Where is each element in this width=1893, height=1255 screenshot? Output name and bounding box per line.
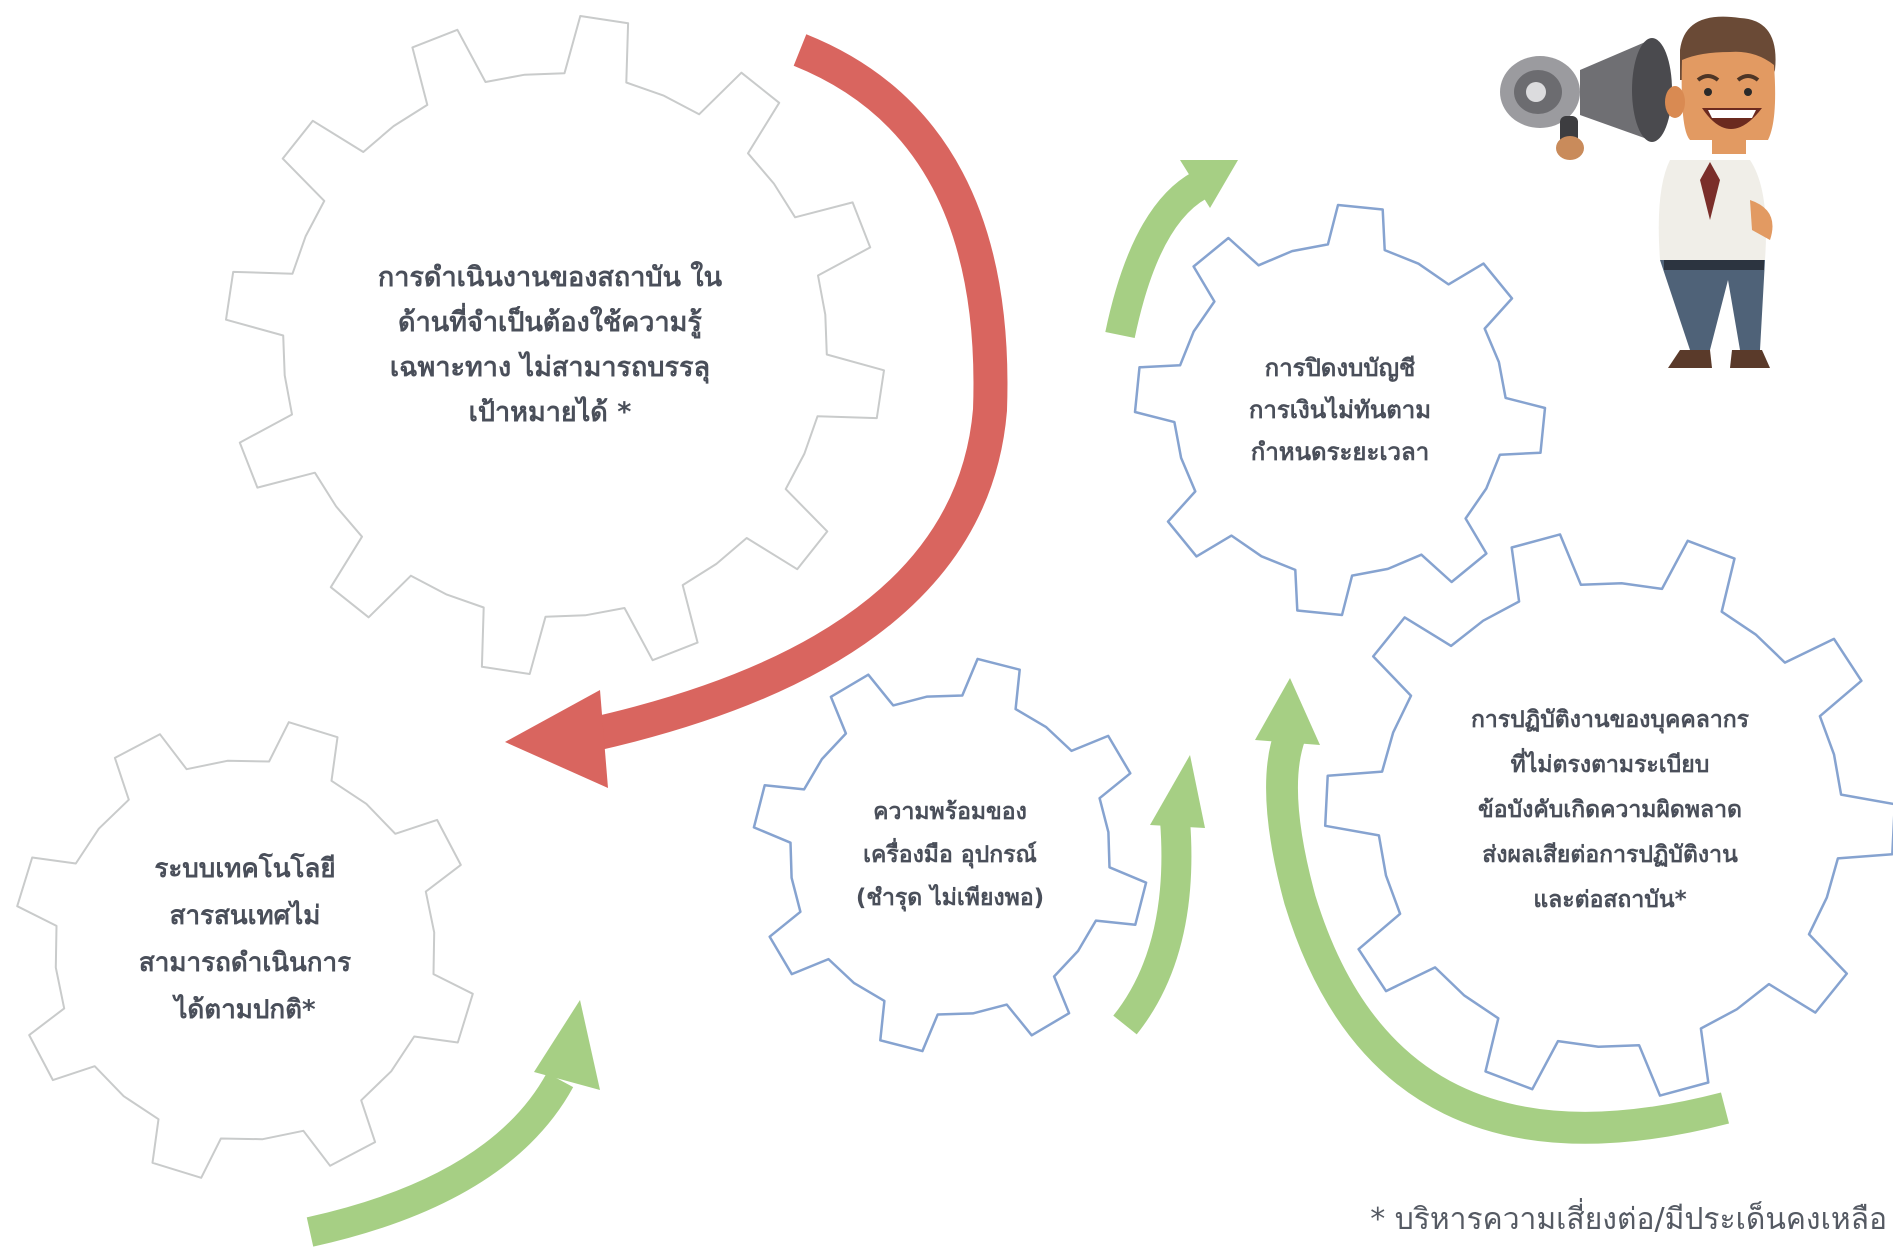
gear-personnel-line-4: ส่งผลเสียต่อการปฏิบัติงาน	[1482, 841, 1738, 868]
gear-equipment-text: ความพร้อมของ เครื่องมือ อุปกรณ์ (ชำรุด ไ…	[820, 780, 1080, 930]
green-arrow-bottom-left-head	[534, 1000, 600, 1090]
gear-technology-line-1: ระบบเทคโนโลยี	[154, 854, 336, 884]
green-arrow-large-head	[1255, 678, 1320, 745]
gear-personnel-line-1: การปฏิบัติงานของบุคคลากร	[1470, 706, 1750, 733]
gear-technology-line-3: สามารถดำเนินการ	[138, 948, 352, 978]
gear-accounting-outline	[1133, 203, 1547, 617]
gear-accounting-line-1: การปิดงบบัญชี	[1264, 354, 1416, 382]
gear-personnel-line-2: ที่ไม่ตรงตามระเบียบ	[1510, 751, 1710, 778]
gear-equipment-line-2: เครื่องมือ อุปกรณ์	[863, 841, 1037, 868]
green-arrow-middle-head	[1150, 755, 1205, 828]
green-arrow-top	[1105, 171, 1208, 339]
gear-operations-outline	[225, 15, 885, 675]
gear-personnel-text: การปฏิบัติงานของบุคคลากร ที่ไม่ตรงตามระเ…	[1420, 690, 1800, 930]
gear-operations-line-1: การดำเนินงานของสถาบัน ใน	[377, 262, 723, 293]
gear-operations-line-4: เป้าหมายได้ *	[468, 397, 632, 428]
gear-operations-text: การดำเนินงานของสถาบัน ใน ด้านที่จำเป็นต้…	[330, 230, 770, 460]
gear-personnel-line-5: และต่อสถาบัน*	[1533, 886, 1687, 913]
gear-operations-line-3: เฉพาะทาง ไม่สามารถบรรลุ	[389, 352, 711, 383]
green-arrow-top-head	[1180, 160, 1238, 208]
gear-operations-line-2: ด้านที่จำเป็นต้องใช้ความรู้	[398, 307, 702, 338]
footnote: * บริหารความเสี่ยงต่อ/มีประเด็นคงเหลือ	[1370, 1202, 1887, 1237]
green-arrow-bottom-left	[306, 1072, 574, 1247]
gear-equipment-outline	[752, 657, 1148, 1053]
gear-personnel-line-3: ข้อบังคับเกิดความผิดพลาด	[1478, 796, 1742, 823]
gear-accounting-line-3: กำหนดระยะเวลา	[1250, 438, 1430, 466]
gear-technology-line-2: สารสนเทศไม่	[169, 901, 321, 931]
red-arrow-head	[505, 690, 608, 788]
green-arrow-middle	[1113, 818, 1192, 1035]
businessman-with-megaphone-icon	[1500, 16, 1776, 368]
gear-technology-text: ระบบเทคโนโลยี สารสนเทศไม่ สามารถดำเนินกา…	[100, 840, 390, 1040]
gear-technology-outline	[16, 721, 474, 1179]
gear-accounting-text: การปิดงบบัญชี การเงินไม่ทันตาม กำหนดระยะ…	[1200, 340, 1480, 480]
red-cycle-arrow	[586, 34, 1008, 752]
gear-equipment-line-3: (ชำรุด ไม่เพียงพอ)	[855, 884, 1045, 911]
gear-personnel-outline	[1323, 533, 1893, 1097]
gear-equipment-line-1: ความพร้อมของ	[873, 798, 1027, 825]
gear-technology-line-4: ได้ตามปกติ*	[174, 995, 316, 1025]
green-arrow-large	[1266, 729, 1730, 1144]
gear-accounting-line-2: การเงินไม่ทันตาม	[1248, 396, 1432, 424]
